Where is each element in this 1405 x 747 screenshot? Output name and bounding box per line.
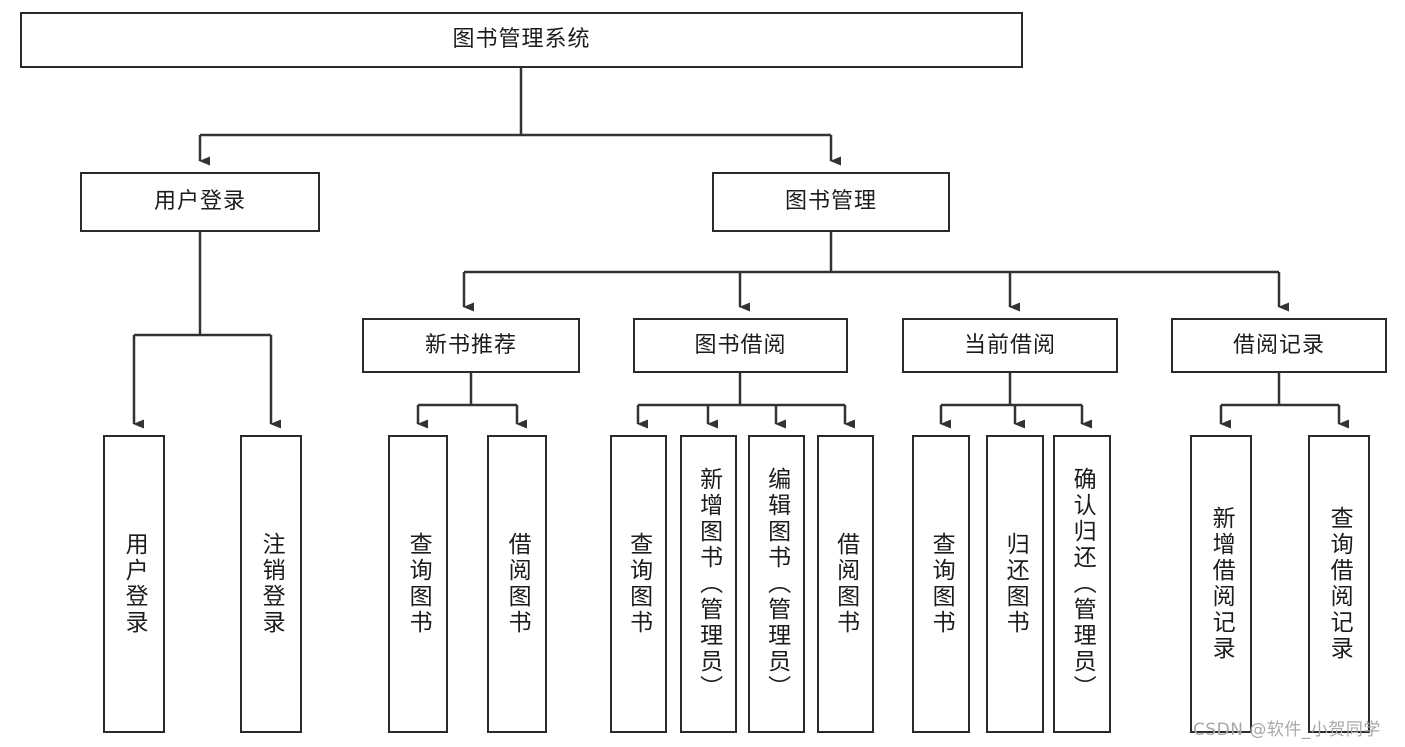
node-leaf-add-borrow-record[interactable]: 新增借阅记录 xyxy=(1190,435,1252,733)
node-leaf-borrow-book-label: 借阅图书 xyxy=(832,532,859,636)
csdn-watermark: CSDN @软件_小贺同学 xyxy=(1193,720,1381,740)
node-book-borrow-label: 图书借阅 xyxy=(694,332,787,358)
node-leaf-query-book-rec[interactable]: 查询图书 xyxy=(388,435,448,733)
node-root[interactable]: 图书管理系统 xyxy=(20,12,1023,68)
node-leaf-add-book-admin-label: 新增图书（管理员） xyxy=(695,467,722,701)
node-leaf-user-logout-label: 注销登录 xyxy=(258,532,285,636)
node-leaf-return-book[interactable]: 归还图书 xyxy=(986,435,1044,733)
node-current-borrow-label: 当前借阅 xyxy=(963,332,1056,358)
node-book-borrow[interactable]: 图书借阅 xyxy=(633,318,848,373)
node-leaf-add-book-admin[interactable]: 新增图书（管理员） xyxy=(680,435,737,733)
node-leaf-query-book-rec-label: 查询图书 xyxy=(405,532,432,636)
node-leaf-user-login-label: 用户登录 xyxy=(121,532,148,636)
node-leaf-query-book-cur-label: 查询图书 xyxy=(928,532,955,636)
node-book-manage-label: 图书管理 xyxy=(784,189,877,215)
node-user-login-label: 用户登录 xyxy=(153,189,246,215)
node-leaf-query-book-borrow[interactable]: 查询图书 xyxy=(610,435,667,733)
node-leaf-add-borrow-record-label: 新增借阅记录 xyxy=(1208,506,1235,662)
node-user-login[interactable]: 用户登录 xyxy=(80,172,320,232)
node-leaf-query-borrow-record-label: 查询借阅记录 xyxy=(1326,506,1353,662)
node-new-book-rec-label: 新书推荐 xyxy=(424,332,517,358)
node-current-borrow[interactable]: 当前借阅 xyxy=(902,318,1118,373)
node-leaf-borrow-book-rec[interactable]: 借阅图书 xyxy=(487,435,547,733)
node-leaf-confirm-return-admin-label: 确认归还（管理员） xyxy=(1069,467,1096,701)
node-leaf-borrow-book-rec-label: 借阅图书 xyxy=(504,532,531,636)
node-book-manage[interactable]: 图书管理 xyxy=(712,172,950,232)
node-borrow-record[interactable]: 借阅记录 xyxy=(1171,318,1387,373)
node-borrow-record-label: 借阅记录 xyxy=(1232,332,1325,358)
node-leaf-edit-book-admin[interactable]: 编辑图书（管理员） xyxy=(748,435,805,733)
node-leaf-borrow-book[interactable]: 借阅图书 xyxy=(817,435,874,733)
node-new-book-rec[interactable]: 新书推荐 xyxy=(362,318,580,373)
node-leaf-user-login[interactable]: 用户登录 xyxy=(103,435,165,733)
node-leaf-return-book-label: 归还图书 xyxy=(1002,532,1029,636)
node-leaf-confirm-return-admin[interactable]: 确认归还（管理员） xyxy=(1053,435,1111,733)
node-leaf-query-borrow-record[interactable]: 查询借阅记录 xyxy=(1308,435,1370,733)
node-leaf-edit-book-admin-label: 编辑图书（管理员） xyxy=(763,467,790,701)
node-leaf-query-book-borrow-label: 查询图书 xyxy=(625,532,652,636)
node-root-label: 图书管理系统 xyxy=(452,27,591,53)
node-leaf-user-logout[interactable]: 注销登录 xyxy=(240,435,302,733)
node-leaf-query-book-cur[interactable]: 查询图书 xyxy=(912,435,970,733)
